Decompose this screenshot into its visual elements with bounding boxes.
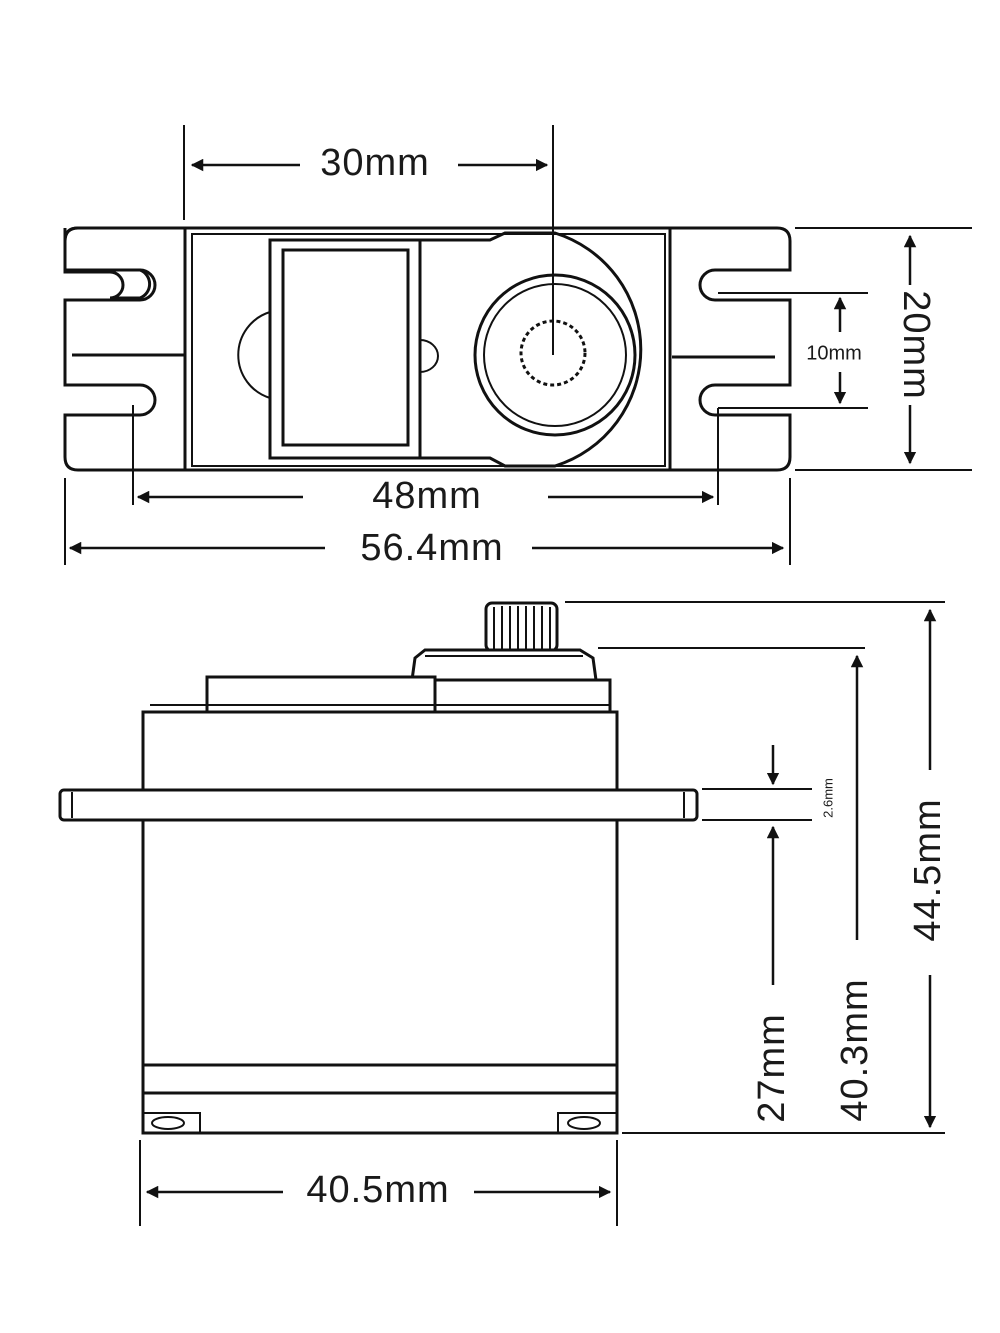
dim-label-40-3mm: 40.3mm	[834, 978, 876, 1121]
dim-label-2-6mm: 2.6mm	[820, 778, 835, 818]
side-view: 44.5mm 40.3mm 27mm 2.6mm 40.5mm	[58, 601, 949, 1226]
output-cap	[410, 648, 598, 682]
dim-label-48mm: 48mm	[372, 475, 482, 517]
output-ring-outer	[473, 273, 637, 437]
upper-block-left	[205, 675, 437, 714]
right-mounting-tab	[670, 226, 792, 472]
upper-block-right	[433, 678, 612, 714]
screw-hole-icon	[151, 1116, 185, 1130]
foot-right	[557, 1112, 618, 1134]
dim-label-10mm: 10mm	[806, 342, 862, 364]
servo-body-inner	[191, 233, 666, 467]
left-mounting-tab	[63, 226, 185, 300]
spline-teeth	[493, 606, 551, 650]
dim-label-30mm: 30mm	[320, 142, 430, 184]
label-window-inner	[281, 248, 410, 447]
output-ring-inner	[483, 283, 627, 427]
dim-label-27mm: 27mm	[751, 1013, 793, 1123]
motor-bump	[237, 311, 271, 399]
dim-label-40-5mm: 40.5mm	[306, 1169, 449, 1211]
gear-housing	[420, 231, 643, 468]
output-spline	[484, 601, 559, 653]
left-tab-outline	[63, 226, 185, 472]
dim-label-56-4mm: 56.4mm	[360, 527, 503, 569]
dim-label-20mm: 20mm	[895, 290, 937, 400]
mounting-flange	[58, 788, 699, 822]
dim-label-44-5mm: 44.5mm	[907, 798, 949, 941]
small-bump	[419, 339, 439, 373]
upper-body	[141, 710, 619, 792]
screw-hole-icon	[567, 1116, 601, 1130]
label-window-outer	[268, 238, 422, 460]
top-view: 30mm 20mm 10mm 48mm 56.4mm	[63, 125, 972, 569]
servo-body-outer	[183, 226, 672, 472]
lower-body	[141, 818, 619, 1135]
foot-left	[142, 1112, 201, 1134]
